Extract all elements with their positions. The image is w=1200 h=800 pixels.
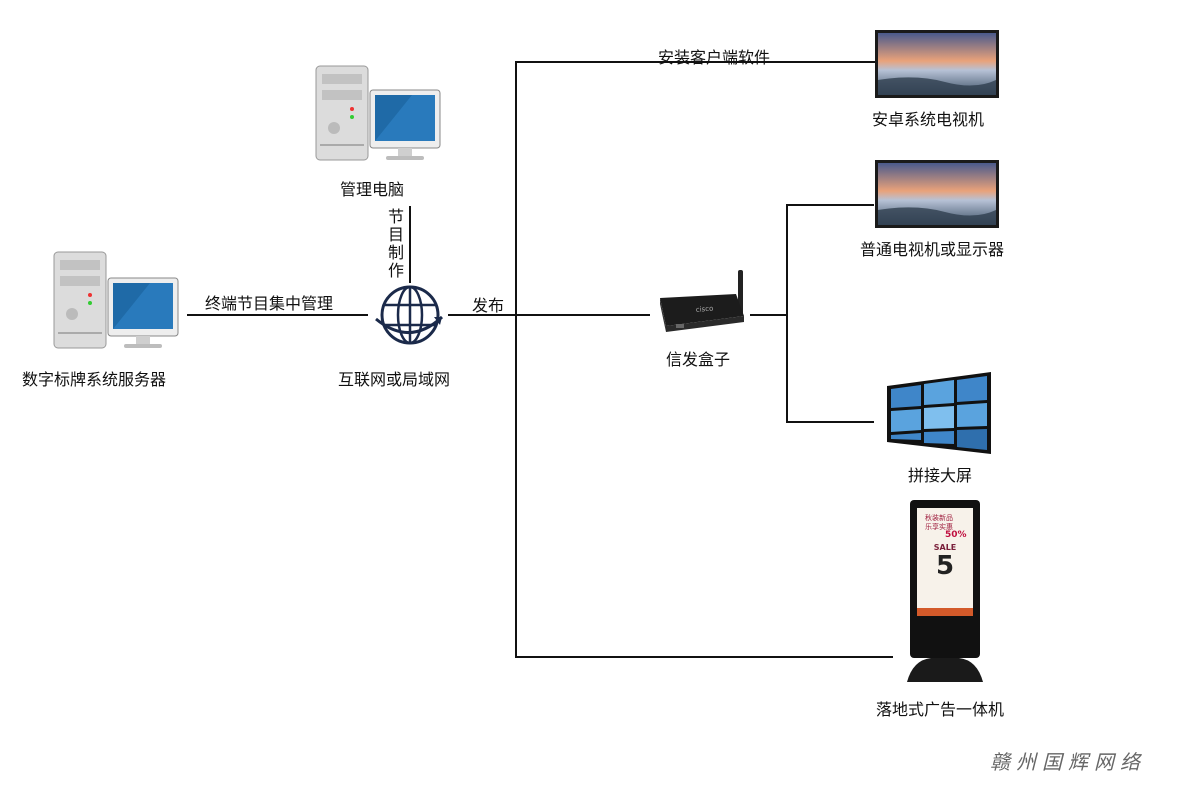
internet-box-edge-label: 发布 xyxy=(472,296,505,315)
server-internet-edge-label: 终端节目集中管理 xyxy=(205,294,334,313)
to-android-edge-label: 安装客户端软件 xyxy=(658,48,771,67)
video-wall-icon xyxy=(887,372,991,454)
box-icon: cisco xyxy=(660,270,744,332)
line-branch-android-kiosk xyxy=(515,61,893,658)
box-brand-text: cisco xyxy=(695,304,713,314)
kiosk-icon: SALE 秋装新品 乐享实惠 50% 5 xyxy=(905,500,985,682)
admin-pc-icon xyxy=(315,65,441,161)
android-tv-icon xyxy=(875,30,999,98)
globe-icon xyxy=(375,285,444,345)
kiosk-poster-percent: 50% xyxy=(945,530,967,540)
kiosk-label: 落地式广告一体机 xyxy=(876,700,1005,719)
box-label: 信发盒子 xyxy=(666,350,731,369)
svg-text:SALE: SALE xyxy=(934,543,957,552)
video-wall-label: 拼接大屏 xyxy=(908,466,973,485)
pc-internet-edge-label: 节目制作 xyxy=(387,207,404,280)
kiosk-poster-big: 5 xyxy=(936,551,955,581)
kiosk-poster-line2: 乐享实惠 xyxy=(925,523,953,531)
normal-tv-icon xyxy=(875,160,999,228)
admin-pc-label: 管理电脑 xyxy=(340,180,405,199)
internet-label: 互联网或局域网 xyxy=(338,370,451,389)
server-label: 数字标牌系统服务器 xyxy=(22,370,167,389)
kiosk-poster-line1: 秋装新品 xyxy=(925,514,953,522)
normal-tv-label: 普通电视机或显示器 xyxy=(860,240,1005,259)
server-icon xyxy=(53,251,179,349)
line-branch-tv-wall xyxy=(786,204,874,423)
android-tv-label: 安卓系统电视机 xyxy=(872,110,985,129)
watermark: 赣州国辉网络 xyxy=(990,750,1146,774)
